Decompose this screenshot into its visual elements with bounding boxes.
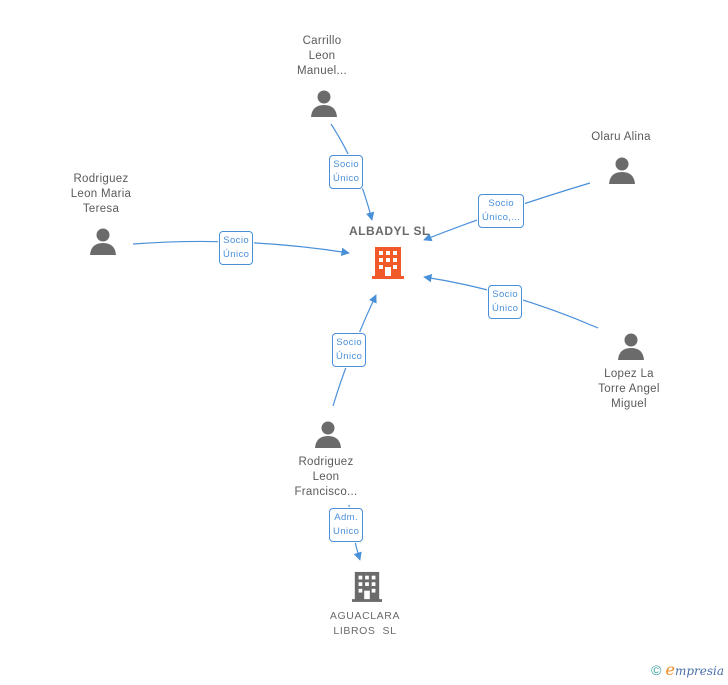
brand-logo-initial: e (665, 660, 675, 679)
building-icon[interactable] (352, 569, 382, 603)
person-icon[interactable] (616, 331, 646, 361)
brand-logo-text: mpresia (674, 664, 724, 678)
footer-brand: ©empresia (651, 660, 724, 679)
person-icon[interactable] (88, 226, 118, 256)
person-icon[interactable] (607, 155, 637, 185)
person-label-olaru[interactable]: Olaru Alina (591, 131, 651, 143)
person-icon[interactable] (309, 88, 339, 118)
building-icon[interactable] (372, 245, 404, 279)
role-badge-aguaclara[interactable]: Adm.Unico (329, 508, 364, 542)
person-icon[interactable] (313, 419, 343, 449)
copyright-symbol: © (651, 662, 662, 678)
center-company-name[interactable]: ALBADYL SL (349, 224, 430, 238)
